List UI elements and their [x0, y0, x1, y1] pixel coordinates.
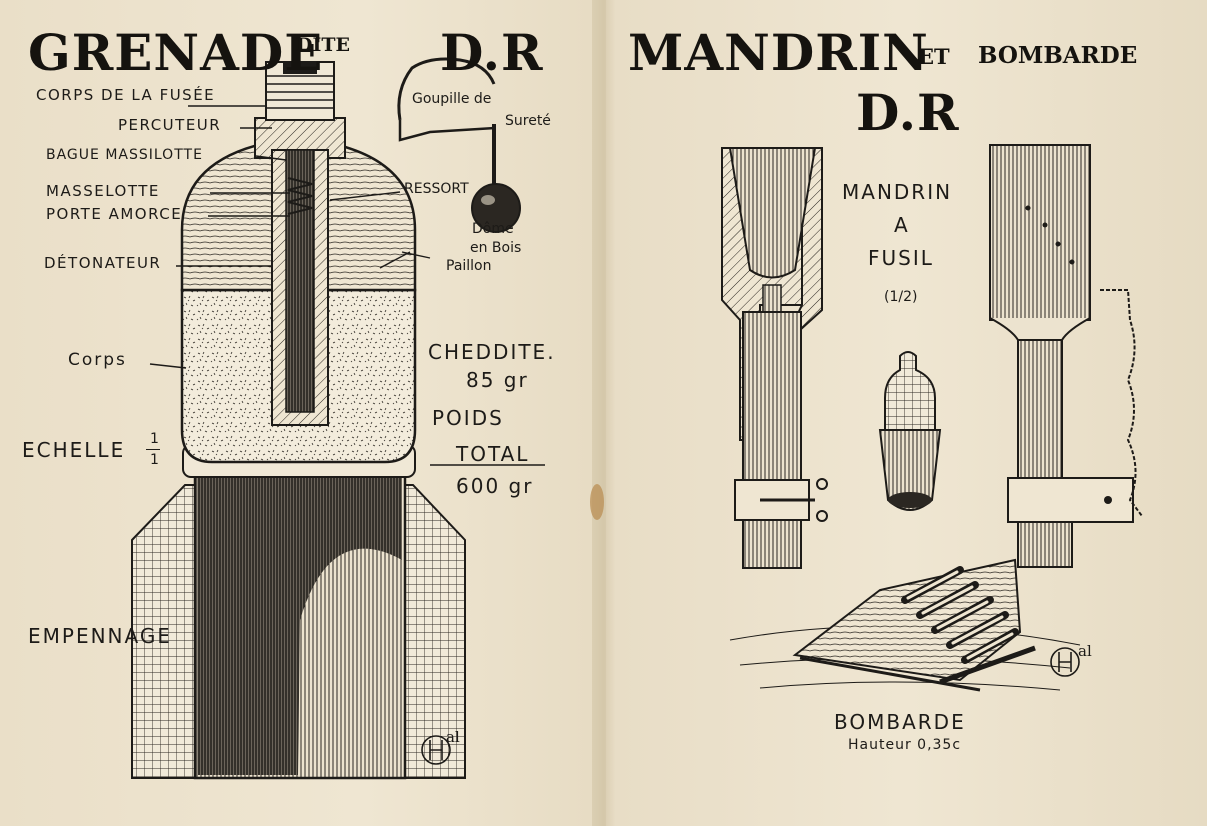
label-cheddite: CHEDDITE.	[428, 340, 556, 364]
mandrin-exterior-drawing	[989, 144, 1143, 568]
grenade-drawing	[131, 57, 545, 780]
title-dr-right: D.R	[856, 83, 960, 142]
bombarde-drawing	[729, 558, 1081, 692]
label-total: TOTAL	[456, 442, 530, 466]
label-cheddite-weight: 85 gr	[466, 368, 529, 392]
fuze-small-drawing	[878, 351, 942, 511]
label-paillon: Paillon	[446, 258, 492, 274]
echelle-fraction-bar	[146, 449, 160, 450]
label-hauteur: Hauteur 0,35c	[848, 737, 962, 753]
label-echelle-num: 1	[150, 431, 159, 447]
title-et: ET	[918, 44, 950, 69]
label-porte-amorce: Porte Amorce	[46, 205, 183, 223]
title-mandrin: MANDRIN	[628, 23, 929, 82]
label-total-weight: 600 gr	[456, 474, 534, 498]
label-bombarde: BOMBARDE	[834, 710, 966, 734]
label-echelle: ECHELLE	[22, 438, 126, 462]
mandrin-section-drawing	[721, 147, 828, 569]
label-percuteur: Percuteur	[118, 116, 222, 134]
label-corps: Corps	[68, 350, 127, 370]
label-detonateur: Détonateur	[44, 254, 162, 272]
label-bague: Bague massilotte	[46, 147, 203, 163]
label-poids: POIDS	[432, 406, 504, 430]
title-bombarde: BOMBARDE	[978, 42, 1138, 69]
label-dome: Dôme	[472, 221, 514, 237]
monogram-left	[421, 735, 451, 765]
label-fusil: FUSIL	[868, 246, 934, 270]
signature-right: al	[1078, 642, 1092, 660]
title-dite: DITE	[296, 34, 350, 56]
label-goupille: Goupille de	[412, 91, 492, 107]
label-masselotte: Masselotte	[46, 182, 160, 200]
monogram-right	[1050, 647, 1080, 677]
label-en-bois: en Bois	[470, 240, 522, 256]
label-empennage: EMPENNAGE	[28, 624, 172, 648]
label-echelle-den: 1	[150, 452, 159, 468]
label-mandrin: MANDRIN	[842, 180, 953, 204]
label-scale-half: (1/2)	[884, 289, 918, 305]
label-a: A	[894, 213, 910, 237]
title-dr-left: D.R	[440, 23, 544, 82]
signature-left: al	[446, 728, 460, 746]
label-ressort: Ressort	[404, 181, 469, 197]
label-surete: Sureté	[505, 113, 551, 129]
label-corps-fusee: Corps de la Fusée	[36, 86, 216, 104]
title-grenade: GRENADE	[28, 23, 324, 82]
